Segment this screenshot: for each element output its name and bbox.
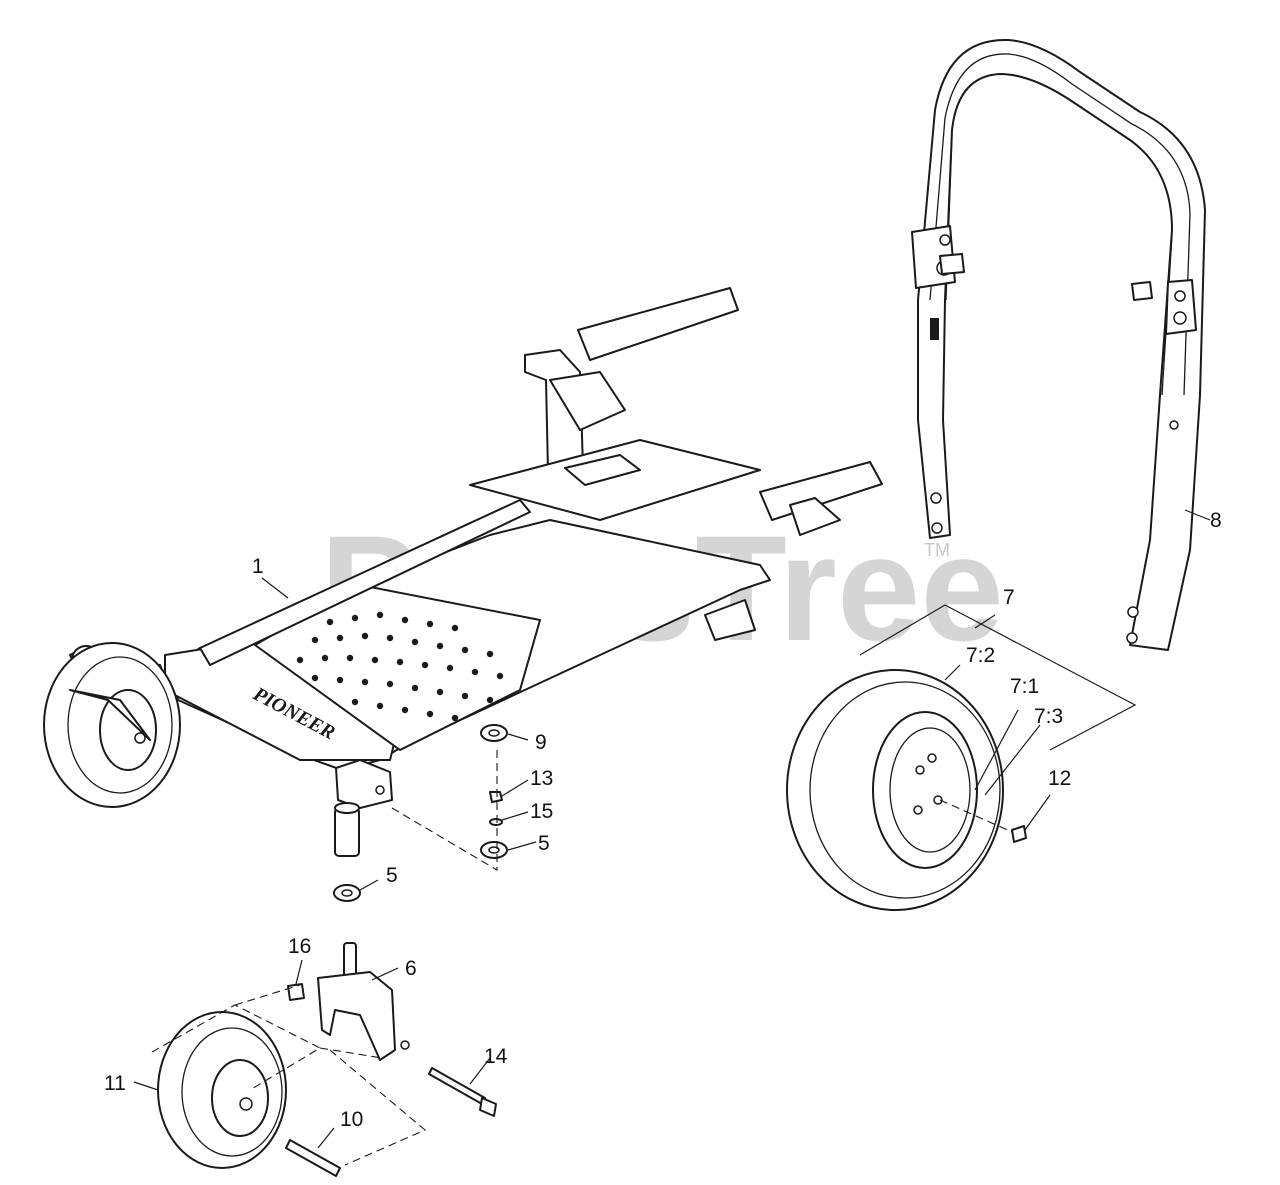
bearing-part-5-lower[interactable] (333, 884, 361, 902)
callout-1: 1 (252, 555, 264, 578)
caster-fork-part-6[interactable] (317, 942, 410, 1061)
rops-roll-bar[interactable] (911, 38, 1206, 651)
lug-nut-part-12[interactable] (1011, 825, 1027, 843)
caster-dash-box (151, 1004, 427, 1166)
caster-spindle-tube[interactable] (334, 802, 360, 857)
callout-6: 6 (405, 957, 417, 980)
rear-drive-wheel-part-7[interactable] (786, 669, 1004, 911)
nut-part-13[interactable] (489, 791, 503, 803)
wheel-dash-line (939, 799, 1013, 833)
leader-lines (133, 509, 1211, 1149)
callout-7-3: 7:3 (1034, 705, 1063, 728)
hardware-dash-box (391, 745, 498, 871)
callout-5-upper: 5 (538, 832, 550, 855)
callout-8: 8 (1210, 509, 1222, 532)
callout-9: 9 (535, 731, 547, 754)
callout-11: 11 (104, 1072, 126, 1095)
callout-12: 12 (1048, 767, 1071, 790)
callout-15: 15 (530, 800, 553, 823)
bearing-part-5-upper[interactable] (480, 841, 508, 859)
bolt-part-14[interactable] (428, 1067, 497, 1117)
caster-dash-box-2 (234, 984, 383, 1059)
callout-7-1: 7:1 (1010, 675, 1039, 698)
nut-part-16[interactable] (287, 983, 305, 1001)
floor-pan-holes (296, 611, 504, 722)
callout-10: 10 (340, 1108, 363, 1131)
callout-13: 13 (530, 767, 553, 790)
callout-14: 14 (484, 1045, 508, 1068)
caster-wheel-part-11[interactable] (157, 1011, 287, 1169)
callout-7-2: 7:2 (966, 644, 995, 667)
axle-part-10[interactable] (285, 1139, 341, 1177)
front-left-caster-wheel[interactable] (43, 642, 181, 808)
wheel-assembly-box (859, 604, 1137, 751)
bearing-part-9[interactable] (480, 724, 508, 742)
callout-16: 16 (288, 935, 311, 958)
callout-5-lower: 5 (386, 864, 398, 887)
watermark-trademark: TM (924, 540, 950, 560)
washer-part-15[interactable] (489, 818, 503, 826)
callout-7: 7 (1003, 586, 1015, 609)
